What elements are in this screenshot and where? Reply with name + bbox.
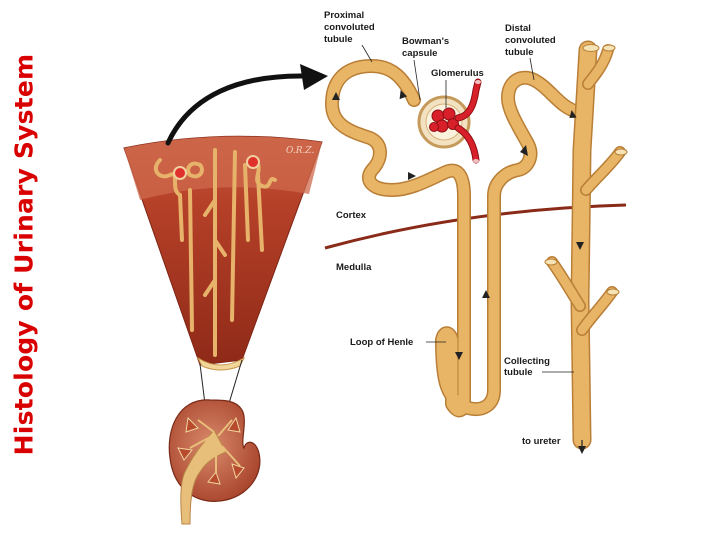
- svg-text:Glomerulus: Glomerulus: [431, 68, 484, 79]
- label-cortex: Cortex: [336, 210, 367, 221]
- flow-arrow-7: [482, 290, 490, 298]
- svg-text:capsule: capsule: [402, 48, 437, 59]
- svg-text:tubule: tubule: [324, 34, 353, 45]
- flow-arrow-4: [520, 145, 528, 156]
- svg-text:Bowman's: Bowman's: [402, 36, 449, 47]
- duct-opening-4: [544, 258, 558, 266]
- wedge-glomerulus-2: [246, 155, 260, 169]
- glomerulus: [429, 107, 459, 133]
- label-to-ureter: to ureter: [522, 436, 561, 447]
- svg-text:convoluted: convoluted: [324, 22, 375, 33]
- svg-text:tubule: tubule: [504, 367, 533, 378]
- wedge-glomerulus-1: [173, 166, 187, 180]
- afferent-efferent-arterioles: [454, 78, 482, 164]
- kidney-cross-section: [168, 399, 261, 525]
- zoom-curved-arrow: [165, 73, 308, 146]
- duct-opening-5: [606, 288, 620, 296]
- flow-arrow-5: [569, 110, 577, 118]
- flow-arrow-3: [408, 172, 416, 180]
- artist-signature: O.R.Z.: [286, 146, 314, 156]
- label-glomerulus: Glomerulus: [431, 68, 484, 108]
- wedge-tubules: [153, 148, 277, 357]
- nephron-tubule: [325, 40, 626, 450]
- flow-arrow-1: [332, 92, 340, 100]
- zoom-arrowhead: [300, 64, 328, 90]
- label-collecting-tubule: Collecting tubule: [504, 356, 574, 378]
- svg-text:Loop of Henle: Loop of Henle: [350, 337, 413, 348]
- label-distal: Distal convoluted tubule: [505, 23, 556, 81]
- svg-text:Proximal: Proximal: [324, 10, 364, 21]
- duct-opening-1: [582, 44, 600, 52]
- duct-opening-2: [602, 44, 616, 52]
- label-proximal: Proximal convoluted tubule: [324, 10, 375, 63]
- flow-arrow-6: [576, 242, 584, 250]
- to-ureter-arrowhead: [578, 446, 586, 454]
- label-loop-of-henle: Loop of Henle: [350, 337, 446, 348]
- svg-text:Collecting: Collecting: [504, 356, 550, 367]
- flow-arrow-2: [399, 90, 408, 100]
- label-medulla: Medulla: [336, 262, 372, 273]
- flow-arrows: [332, 90, 584, 360]
- renal-pyramid-wedge: O.R.Z.: [123, 135, 323, 371]
- duct-opening-3: [614, 148, 628, 156]
- svg-text:tubule: tubule: [505, 47, 534, 58]
- label-bowmans-capsule: Bowman's capsule: [402, 36, 449, 101]
- svg-text:Distal: Distal: [505, 23, 531, 34]
- flow-arrow-8: [455, 352, 463, 360]
- svg-text:convoluted: convoluted: [505, 35, 556, 46]
